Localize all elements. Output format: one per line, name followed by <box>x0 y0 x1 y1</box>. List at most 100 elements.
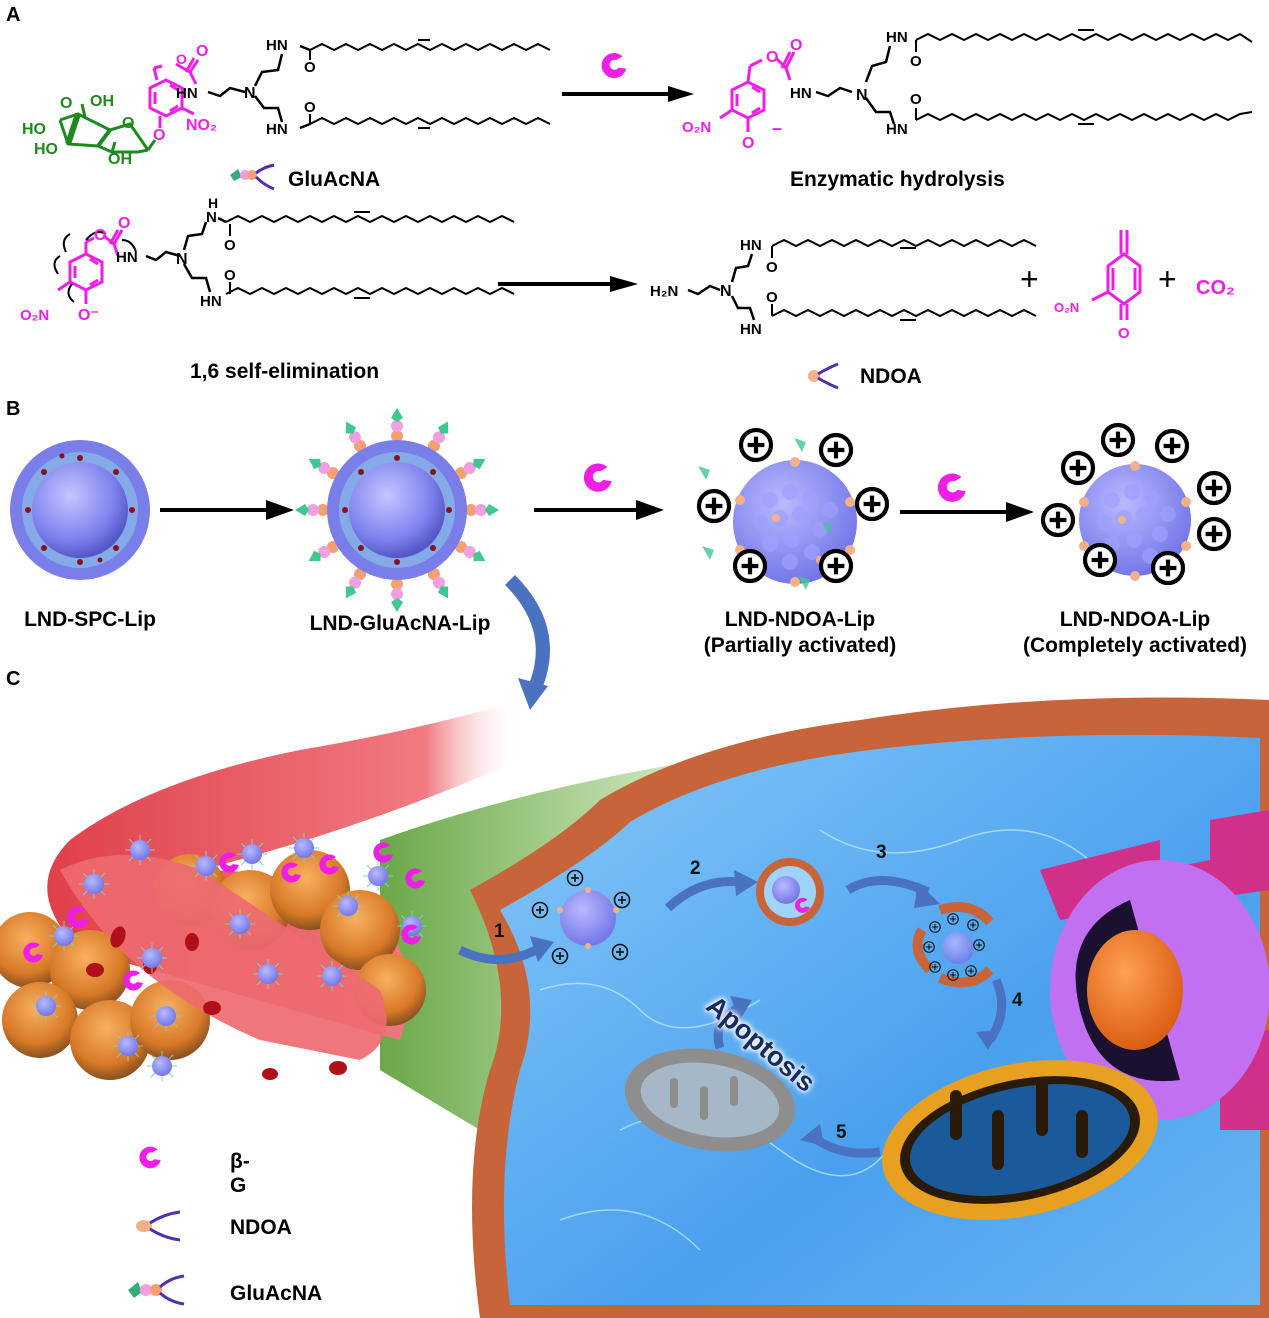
gluacna-label: GluAcNA <box>288 168 381 191</box>
mitochondrion-damaged <box>624 1048 796 1152</box>
positive-charge-icon <box>1103 425 1133 455</box>
carboxyl-o: O <box>60 95 72 112</box>
positive-charge-icon <box>1063 453 1093 483</box>
positive-charge-icon <box>1199 473 1229 503</box>
r2-oleyl-chain-top <box>225 211 515 236</box>
nitro-group: NO₂ <box>186 117 217 134</box>
quinone-nitro: O₂N <box>1054 300 1079 315</box>
ndoa-n-central: N <box>720 283 732 300</box>
ndoa-lipid-icon <box>136 1210 181 1242</box>
product-hn-bottom: HN <box>886 121 908 138</box>
ring-o: O <box>122 115 134 132</box>
product-carbamate-o2: O <box>790 37 802 54</box>
lnd-gluacna-liposome <box>295 408 499 612</box>
carbon-dioxide: CO₂ <box>1196 277 1235 299</box>
ndoa-hn-top: HN <box>740 237 762 254</box>
mitochondrion-active <box>882 1060 1158 1220</box>
product-negative-charge: – <box>772 118 782 138</box>
r2-hn-carbamate: HN <box>116 249 138 266</box>
oleyl-chain-bottom <box>309 114 551 129</box>
beta-glucuronidase-enzyme-icon <box>601 53 627 79</box>
gluacna-lipid-icon <box>230 163 275 191</box>
nucleus <box>1050 860 1269 1120</box>
product-amide-o-bottom: O <box>910 91 922 108</box>
ndoa-and-quinone-methide-structures: H₂N N HN HN O O + O₂N O + CO₂ <box>650 230 1235 342</box>
step-label-2: 2 <box>690 858 701 879</box>
positive-charge-icon <box>699 491 729 521</box>
r2-hn-bottom: HN <box>200 293 222 310</box>
amide-o-bottom: O <box>304 99 316 116</box>
tumor-delivery-illustration <box>0 575 1269 1318</box>
oh-3: OH <box>108 151 132 168</box>
product-amide-o-top: O <box>910 53 922 70</box>
quinone-o: O <box>1118 325 1130 342</box>
beta-glucuronidase-enzyme-icon <box>139 1146 161 1169</box>
r2-h-top: H <box>208 195 218 211</box>
product-hn-carbamate: HN <box>790 85 812 102</box>
r2-amide-o-top: O <box>224 237 236 254</box>
stage-label-4: LND-NDOA-Lip <box>1059 608 1211 631</box>
beta-glucuronidase-enzyme-icon <box>583 463 612 492</box>
product-nitro: O₂N <box>682 119 711 136</box>
positive-charge-icon <box>1157 431 1187 461</box>
step-label-4: 4 <box>1012 990 1023 1011</box>
ndoa-lipid-icon <box>808 362 839 390</box>
hydrolysis-product-structure: O O HN N HN HN O₂N O – O O <box>682 29 1253 152</box>
reaction-arrow-1 <box>562 53 694 102</box>
gluacna-lipid-icon <box>128 1274 185 1306</box>
ndoa-amide-o-top: O <box>766 259 778 276</box>
ndoa-amide-o-bottom: O <box>766 289 778 306</box>
legend-label-ndoa: NDOA <box>230 1216 292 1239</box>
positive-charge-icon <box>857 489 887 519</box>
stage-sublabel-4: (Completely activated) <box>1022 634 1248 657</box>
legend-label-gluacna: GluAcNA <box>230 1282 323 1305</box>
arrow-b3-head <box>1006 502 1034 522</box>
stage-label-2: LND-GluAcNA-Lip <box>309 612 491 635</box>
glycosidic-o: O <box>153 127 165 144</box>
apoptosis-arrow <box>713 1004 741 1050</box>
panel-c-letter: C <box>6 668 21 690</box>
gluacna-structure: O O HN N HN HN NO₂ O O OH O HO HO OH O O <box>22 37 551 168</box>
arrow-b2-head <box>636 500 664 520</box>
cationic-liposome-at-membrane <box>557 887 619 949</box>
product-oleyl-chain-bottom <box>915 108 1253 125</box>
self-elimination-structure: O O HN N H N HN O₂N O⁻ O O <box>20 195 515 324</box>
legend-label-beta-g: β-G <box>230 1150 250 1197</box>
r2-phenolate: O⁻ <box>78 307 99 324</box>
product-carbamate-o1: O <box>766 49 778 66</box>
n-central: N <box>244 85 256 102</box>
r2-amide-o-bottom: O <box>224 267 236 284</box>
step-arrow-2 <box>664 877 741 912</box>
plus-sign-2: + <box>1158 261 1177 297</box>
hn-top: HN <box>266 37 288 54</box>
lnd-spc-liposome <box>10 440 150 580</box>
quinone-methide <box>1091 230 1142 320</box>
carboxyl-oh: OH <box>90 93 114 110</box>
step-arrow-1 <box>457 944 543 964</box>
panel-b-letter: B <box>6 398 21 420</box>
r2-nitro: O₂N <box>20 307 49 324</box>
ho-1: HO <box>22 121 46 138</box>
r2-oleyl-chain-bottom <box>225 282 515 299</box>
plus-sign-1: + <box>1020 261 1039 297</box>
oleyl-chain-top <box>309 39 551 60</box>
ndoa-oleyl-chain-bottom <box>771 304 1037 321</box>
delivery-arrow <box>504 575 550 693</box>
endosome <box>756 858 824 926</box>
reaction-arrow-2 <box>498 276 638 292</box>
positive-charge-icon <box>1043 505 1073 535</box>
product-n-central: N <box>856 87 868 104</box>
enzymatic-hydrolysis-caption: Enzymatic hydrolysis <box>790 168 1005 191</box>
step-label-5: 5 <box>836 1122 847 1143</box>
carbamate-o2: O <box>196 43 208 60</box>
self-elimination-caption: 1,6 self-elimination <box>190 360 380 383</box>
beta-glucuronidase-enzyme-icon <box>937 473 966 502</box>
amide-o-top: O <box>304 59 316 76</box>
product-oleyl-chain-top <box>915 29 1253 52</box>
ruptured-endosome <box>912 902 994 988</box>
r2-carbamate-o1: O <box>94 227 106 244</box>
red-blood-cells <box>86 926 347 1080</box>
positive-charge-icon <box>741 430 771 460</box>
ndoa-amine: H₂N <box>650 283 678 300</box>
ho-2: HO <box>34 141 58 158</box>
